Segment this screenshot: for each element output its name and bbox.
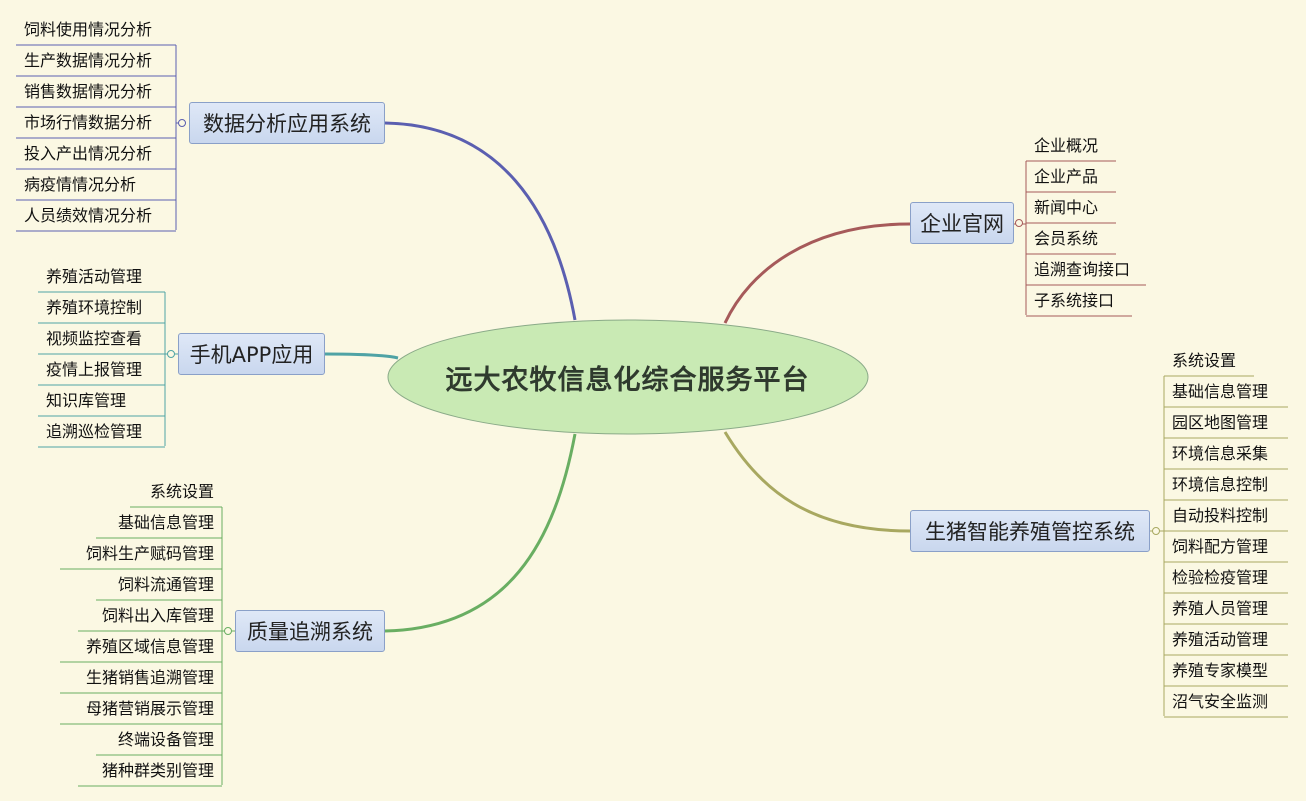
subtopic-quality-trace-3[interactable]: 饲料生产赋码管理: [85, 544, 214, 563]
subtopic-data-analysis-3[interactable]: 销售数据情况分析: [24, 82, 153, 101]
central-topic[interactable]: 远大农牧信息化综合服务平台: [445, 364, 810, 396]
subtopic-pig-farming-9[interactable]: 养殖人员管理: [1172, 599, 1269, 618]
subtopic-mobile-app-3[interactable]: 视频监控查看: [46, 329, 143, 348]
subtopic-pig-farming-10[interactable]: 养殖活动管理: [1172, 630, 1269, 649]
bracket-website: [1014, 160, 1146, 317]
subtopic-pig-farming-5[interactable]: 环境信息控制: [1172, 475, 1269, 494]
subtopic-mobile-app-1[interactable]: 养殖活动管理: [46, 267, 143, 286]
collapse-toggle-pig-farming[interactable]: [1152, 527, 1160, 535]
subtopic-pig-farming-1[interactable]: 系统设置: [1172, 351, 1237, 370]
bracket-pig-farming: [1150, 375, 1288, 718]
subtopic-quality-trace-9[interactable]: 终端设备管理: [117, 730, 214, 749]
subtopic-quality-trace-1[interactable]: 系统设置: [149, 482, 214, 501]
subtopic-data-analysis-4[interactable]: 市场行情数据分析: [24, 113, 153, 132]
bracket-data-analysis: [16, 44, 186, 232]
subtopic-mobile-app-4[interactable]: 疫情上报管理: [46, 360, 143, 379]
subtopic-quality-trace-2[interactable]: 基础信息管理: [117, 513, 214, 532]
subtopic-website-2[interactable]: 企业产品: [1034, 167, 1099, 186]
subtopic-quality-trace-7[interactable]: 生猪销售追溯管理: [85, 668, 214, 687]
subtopic-mobile-app-2[interactable]: 养殖环境控制: [46, 298, 143, 317]
subtopic-data-analysis-6[interactable]: 病疫情情况分析: [24, 175, 137, 194]
subtopic-pig-farming-2[interactable]: 基础信息管理: [1172, 382, 1269, 401]
connector-quality-trace: [384, 433, 577, 633]
subtopic-website-5[interactable]: 追溯查询接口: [1034, 260, 1131, 279]
subtopic-data-analysis-1[interactable]: 饲料使用情况分析: [24, 20, 153, 39]
connector-mobile-app: [324, 352, 399, 360]
collapse-toggle-website[interactable]: [1015, 219, 1023, 227]
connector-website: [723, 222, 911, 324]
subtopic-pig-farming-11[interactable]: 养殖专家模型: [1172, 661, 1269, 680]
collapse-toggle-quality-trace[interactable]: [224, 627, 232, 635]
subtopic-website-1[interactable]: 企业概况: [1034, 136, 1099, 155]
subtopic-data-analysis-7[interactable]: 人员绩效情况分析: [24, 206, 153, 225]
branch-website[interactable]: 企业官网: [910, 202, 1014, 244]
subtopic-quality-trace-8[interactable]: 母猪营销展示管理: [85, 699, 214, 718]
subtopic-data-analysis-5[interactable]: 投入产出情况分析: [24, 144, 153, 163]
subtopic-pig-farming-7[interactable]: 饲料配方管理: [1172, 537, 1269, 556]
collapse-toggle-data-analysis[interactable]: [178, 119, 186, 127]
bracket-quality-trace: [60, 506, 235, 787]
branch-pig-farming[interactable]: 生猪智能养殖管控系统: [910, 510, 1150, 552]
branch-mobile-app[interactable]: 手机APP应用: [178, 333, 325, 375]
subtopic-mobile-app-6[interactable]: 追溯巡检管理: [46, 422, 143, 441]
collapse-toggle-mobile-app[interactable]: [167, 350, 175, 358]
bracket-mobile-app: [38, 291, 178, 448]
connector-pig-farming: [723, 431, 911, 533]
center-ellipse: [387, 319, 869, 435]
subtopic-quality-trace-5[interactable]: 饲料出入库管理: [101, 606, 214, 625]
subtopic-quality-trace-4[interactable]: 饲料流通管理: [117, 575, 214, 594]
subtopic-pig-farming-12[interactable]: 沼气安全监测: [1172, 692, 1269, 711]
subtopic-quality-trace-6[interactable]: 养殖区域信息管理: [85, 637, 214, 656]
subtopic-pig-farming-3[interactable]: 园区地图管理: [1172, 413, 1269, 432]
subtopic-website-6[interactable]: 子系统接口: [1034, 291, 1115, 310]
subtopic-pig-farming-4[interactable]: 环境信息采集: [1172, 444, 1269, 463]
subtopic-quality-trace-10[interactable]: 猪种群类别管理: [101, 761, 214, 780]
subtopic-website-3[interactable]: 新闻中心: [1034, 198, 1099, 217]
subtopic-pig-farming-8[interactable]: 检验检疫管理: [1172, 568, 1269, 587]
subtopic-pig-farming-6[interactable]: 自动投料控制: [1172, 506, 1269, 525]
subtopic-website-4[interactable]: 会员系统: [1034, 229, 1099, 248]
subtopic-mobile-app-5[interactable]: 知识库管理: [46, 391, 127, 410]
branch-data-analysis[interactable]: 数据分析应用系统: [189, 102, 385, 144]
subtopic-data-analysis-2[interactable]: 生产数据情况分析: [24, 51, 153, 70]
connector-data-analysis: [384, 121, 577, 321]
branch-quality-trace[interactable]: 质量追溯系统: [235, 610, 385, 652]
